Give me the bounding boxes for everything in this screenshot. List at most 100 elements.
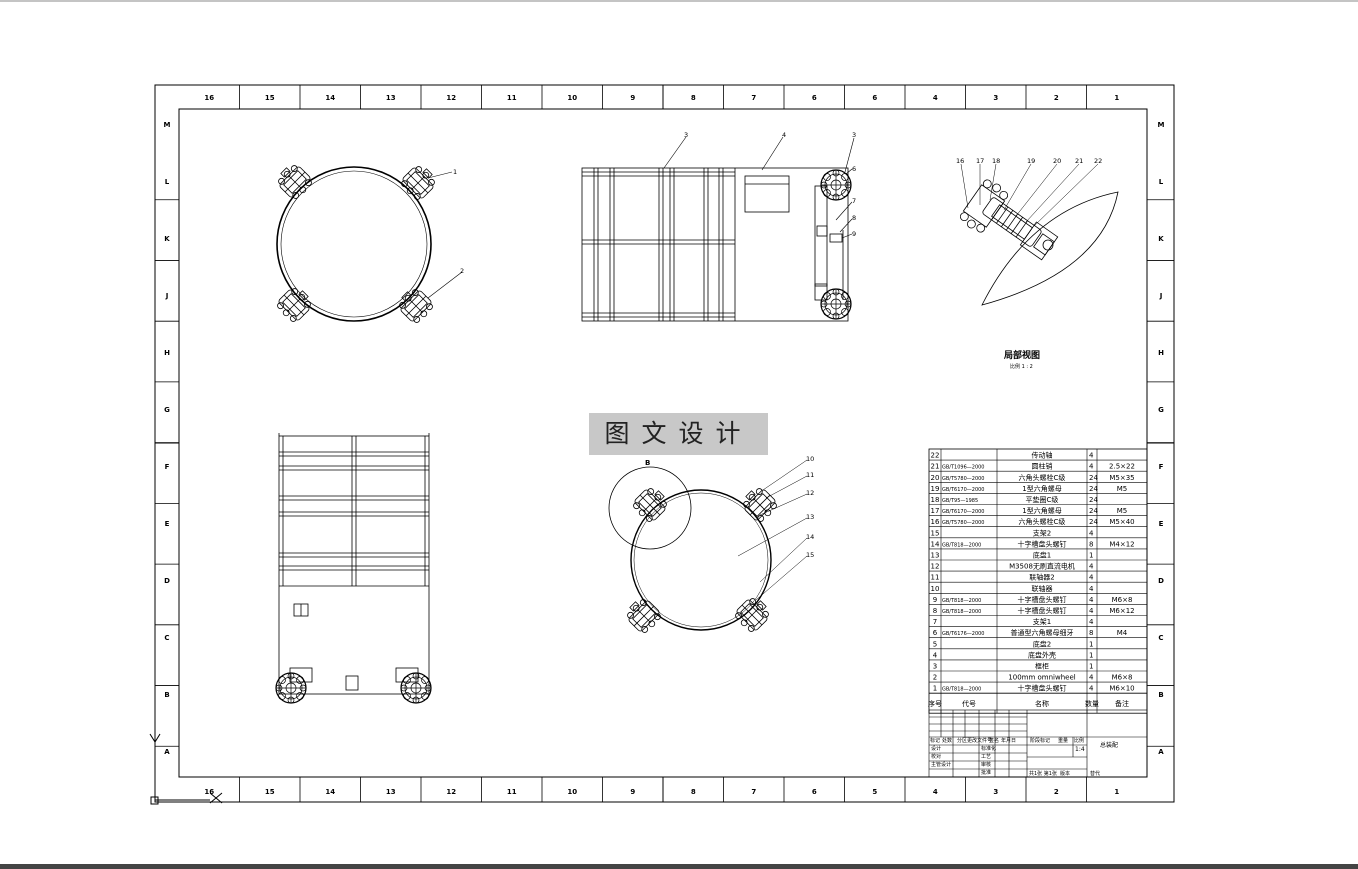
wheel-assembly: [273, 160, 316, 203]
bom-no: 15: [931, 529, 940, 537]
column-zone-label: 10: [567, 94, 577, 102]
side-view: [275, 433, 432, 704]
bom-qty: 4: [1089, 618, 1094, 626]
tb-label-scale: 比例: [1074, 737, 1084, 744]
part-label-21: 21: [1075, 157, 1083, 165]
bom-no: 1: [933, 685, 937, 693]
tb-label-change: 更改文件号: [967, 737, 992, 744]
bom-code: GB/T6170—2000: [942, 487, 985, 493]
bom-name: 100mm omniwheel: [1008, 674, 1075, 682]
tb-label-zone: 分区: [957, 737, 967, 744]
part-label-13: 13: [806, 513, 814, 521]
bom-no: 19: [931, 485, 940, 493]
bom-code: GB/T6170—2000: [942, 509, 985, 515]
bom-qty: 1: [1089, 552, 1093, 560]
bom-name: 圆柱销: [1032, 462, 1053, 471]
bom-name: 传动轴: [1032, 451, 1053, 460]
wheel-assembly: [738, 483, 781, 526]
bom-no: 3: [933, 663, 937, 671]
row-zone-label: G: [1158, 406, 1164, 414]
row-zone-label: D: [164, 577, 170, 585]
column-zone-label: 7: [751, 94, 756, 102]
part-label-17: 17: [976, 157, 984, 165]
row-zone-label: E: [165, 520, 170, 528]
column-zone-label: 8: [691, 788, 696, 796]
row-zone-label: L: [1159, 178, 1164, 186]
tb-review: 审核: [981, 761, 991, 768]
bom-name: 平垫圈C级: [1026, 495, 1059, 504]
bom-no: 22: [931, 452, 940, 460]
detail-marker: B: [645, 459, 650, 467]
tb-version: 版本: [1060, 770, 1070, 777]
bom-code: GB/T1096—2000: [942, 465, 985, 471]
column-zone-label: 12: [446, 94, 456, 102]
part-label-15: 15: [806, 551, 814, 559]
bom-qty: 4: [1089, 574, 1094, 582]
tb-label-weight: 重量: [1058, 737, 1068, 744]
column-zone-label: 8: [691, 94, 696, 102]
part-label-4: 4: [782, 131, 786, 139]
bom-note: M5×40: [1109, 518, 1134, 526]
column-zone-label: 10: [567, 788, 577, 796]
omni-wheel: [275, 672, 307, 704]
row-zone-label: J: [1159, 292, 1163, 300]
bom-note: M4×12: [1109, 540, 1134, 548]
column-zone-label: 1: [1114, 788, 1119, 796]
tb-approve: 批准: [981, 769, 991, 776]
omni-wheel: [400, 672, 432, 704]
bom-note: M5: [1117, 485, 1128, 493]
tb-scale-value: 1:4: [1075, 746, 1085, 753]
ucs-icon: [149, 733, 223, 805]
bom-no: 18: [931, 496, 940, 504]
bom-note: M6×10: [1109, 685, 1134, 693]
bom-header-note: 备注: [1115, 699, 1129, 708]
tb-label-mark: 标记: [930, 737, 940, 744]
watermark: 图文设计: [589, 413, 768, 455]
bom-name: 六角头螺栓C级: [1019, 517, 1066, 526]
wheel-assembly: [731, 593, 774, 636]
bom-note: M6×12: [1109, 607, 1134, 615]
bom-name: 框柜: [1035, 662, 1049, 671]
row-zone-label: A: [1158, 748, 1164, 756]
tb-label-sign: 签名: [989, 737, 999, 744]
column-zone-label: 9: [630, 788, 635, 796]
part-label-1: 1: [453, 168, 457, 176]
row-zone-label: F: [165, 463, 170, 471]
bom-no: 13: [931, 552, 940, 560]
row-zone-label: B: [164, 691, 169, 699]
column-zone-label: 3: [993, 94, 998, 102]
wheel-assembly: [629, 483, 672, 526]
bom-code: GB/T5780—2000: [942, 476, 985, 482]
column-zone-label: 2: [1054, 94, 1059, 102]
bom-code: GB/T5780—2000: [942, 520, 985, 526]
wheel-assembly: [273, 283, 316, 326]
bom-code: GB/T95—1985: [942, 498, 978, 504]
bom-no: 17: [931, 507, 940, 515]
tb-replace: 替代: [1090, 770, 1100, 777]
row-zone-label: D: [1158, 577, 1164, 585]
column-zone-label: 1: [1114, 94, 1119, 102]
bom-name: 支架1: [1033, 617, 1051, 626]
column-zone-label: 12: [446, 788, 456, 796]
column-zone-label: 3: [993, 788, 998, 796]
front-view: [581, 136, 855, 322]
bom-qty: 1: [1089, 640, 1093, 648]
bom-no: 2: [933, 674, 937, 682]
bom-qty: 1: [1089, 651, 1093, 659]
part-label-19: 19: [1027, 157, 1035, 165]
bom-qty: 24: [1089, 507, 1098, 515]
detail-view: [959, 163, 1119, 306]
tb-design: 设计: [931, 745, 941, 752]
bom-name: 支架2: [1033, 528, 1051, 537]
part-label-16: 16: [956, 157, 964, 165]
bom-qty: 24: [1089, 518, 1098, 526]
column-zone-label: 6: [812, 788, 817, 796]
column-zone-label: 15: [265, 788, 275, 796]
bom-no: 16: [931, 518, 940, 526]
bom-name: 底盘2: [1033, 639, 1051, 648]
column-zone-label: 15: [265, 94, 275, 102]
bom-header-name: 名称: [1035, 699, 1049, 708]
